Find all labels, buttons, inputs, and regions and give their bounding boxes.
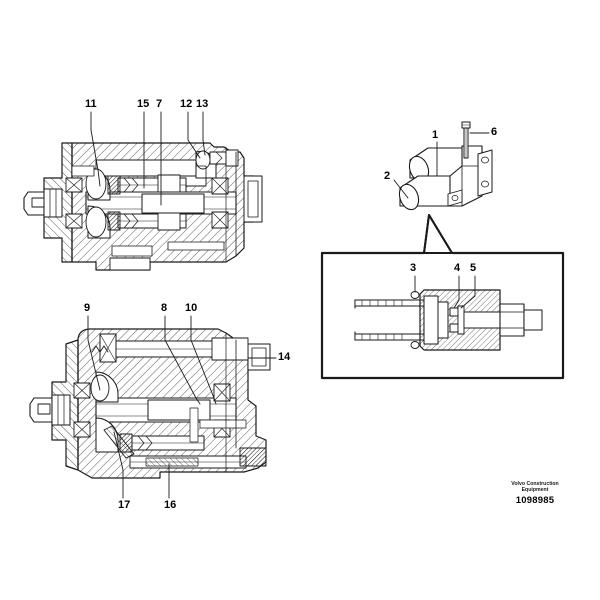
callout-15: 15 bbox=[137, 98, 150, 110]
callout-16: 16 bbox=[164, 499, 177, 511]
document-number: 1098985 bbox=[515, 495, 555, 507]
callout-8: 8 bbox=[161, 302, 168, 314]
callout-7: 7 bbox=[156, 98, 163, 110]
leader-lines-bottom-left bbox=[87, 315, 277, 499]
callout-14: 14 bbox=[278, 351, 291, 363]
callout-12: 12 bbox=[180, 98, 193, 110]
callout-1: 1 bbox=[432, 129, 439, 141]
callout-9: 9 bbox=[84, 302, 91, 314]
view-top-right-valve bbox=[393, 121, 493, 211]
leader-lines-valve bbox=[393, 132, 490, 199]
callout-13: 13 bbox=[196, 98, 209, 110]
view-detail-box bbox=[320, 251, 565, 380]
view-bottom-left-pump bbox=[29, 315, 277, 499]
callout-3: 3 bbox=[410, 262, 417, 274]
brand-line-1: Volvo Construction bbox=[511, 481, 559, 487]
callout-4: 4 bbox=[454, 262, 461, 274]
view-top-left-pump bbox=[23, 111, 263, 271]
callout-17: 17 bbox=[118, 499, 131, 511]
leader-lines-detail bbox=[414, 275, 476, 309]
callout-10: 10 bbox=[185, 302, 198, 314]
leader-lines-top-left bbox=[90, 111, 206, 206]
callout-2: 2 bbox=[384, 170, 391, 182]
document-footer: Volvo Construction Equipment 1098985 bbox=[492, 481, 578, 506]
callout-11: 11 bbox=[85, 98, 97, 110]
callout-5: 5 bbox=[470, 262, 477, 274]
brand-line-2: Equipment bbox=[521, 487, 549, 494]
callout-6: 6 bbox=[491, 126, 498, 138]
